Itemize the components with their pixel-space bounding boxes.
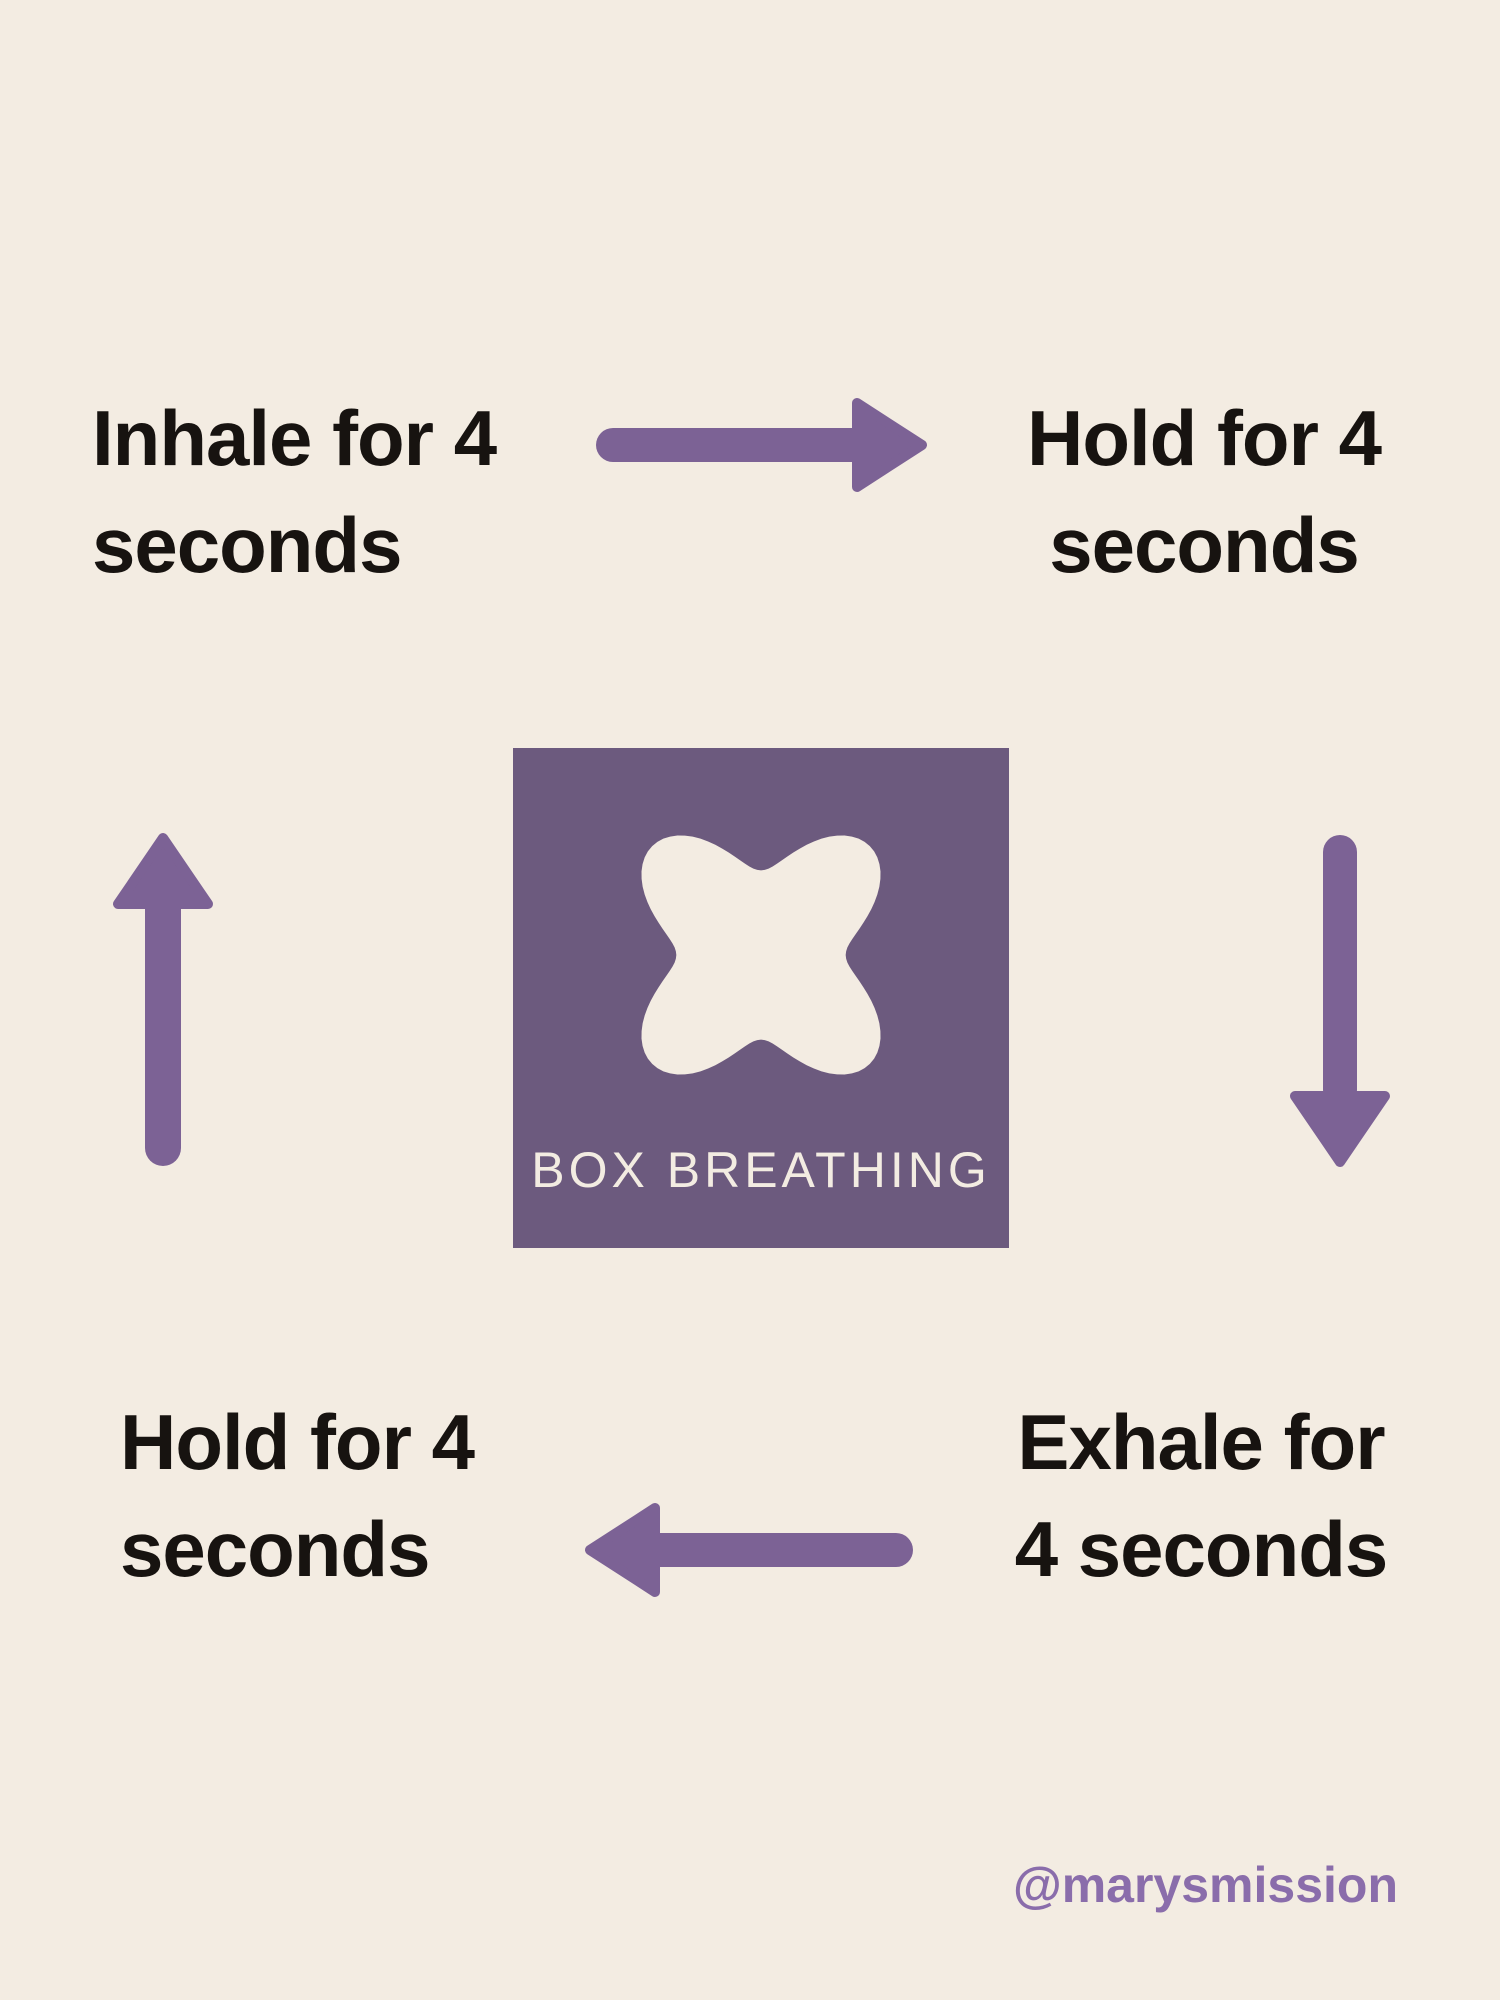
box-title: BOX BREATHING (531, 1142, 991, 1198)
clover-icon (641, 835, 881, 1075)
step-exhale-line1: Exhale for (1017, 1398, 1385, 1486)
step-inhale: Inhale for 4 seconds (92, 385, 497, 599)
arrow-right-icon (596, 398, 927, 492)
step-hold-top-line2: seconds (1049, 501, 1359, 589)
arrow-down-icon (1290, 835, 1390, 1167)
step-hold-bottom-line1: Hold for 4 (120, 1398, 475, 1486)
arrow-left-icon (585, 1503, 913, 1597)
step-hold-bottom-line2: seconds (120, 1505, 430, 1593)
step-exhale: Exhale for 4 seconds (951, 1389, 1451, 1603)
step-hold-bottom: Hold for 4 seconds (120, 1389, 475, 1603)
step-inhale-line1: Inhale for 4 (92, 394, 497, 482)
step-inhale-line2: seconds (92, 501, 402, 589)
step-hold-top-line1: Hold for 4 (1027, 394, 1382, 482)
center-box: BOX BREATHING (513, 748, 1009, 1248)
step-hold-top: Hold for 4 seconds (954, 385, 1454, 599)
handle-text: @marysmission (1012, 1857, 1398, 1913)
step-exhale-line2: 4 seconds (1014, 1505, 1389, 1593)
clover-shape (641, 835, 881, 1075)
arrow-up-icon (113, 833, 213, 1166)
